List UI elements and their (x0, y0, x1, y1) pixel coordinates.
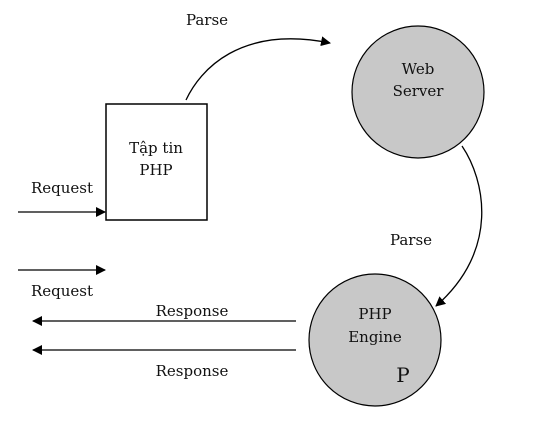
edge-parse-file-to-server (185, 36, 331, 101)
web-server-label-line2: Server (393, 82, 445, 100)
php-file-box (105, 103, 208, 221)
php-engine-label-line2: Engine (348, 328, 402, 346)
edge-label-response-top: Response (156, 302, 229, 320)
web-server-label-line1: Web (402, 60, 435, 78)
edge-label-parse-right: Parse (390, 231, 432, 249)
edge-parse-server-to-engine (435, 145, 483, 307)
php-engine-node (308, 273, 442, 407)
php-engine-label-line1: PHP (358, 305, 391, 323)
php-engine-mark: P (396, 363, 409, 387)
edge-label-parse-top: Parse (186, 11, 228, 29)
web-server-node (351, 25, 485, 159)
edge-label-response-bottom: Response (156, 362, 229, 380)
php-file-label-line1: Tập tin (129, 139, 183, 157)
edge-label-request-bottom: Request (31, 282, 93, 300)
php-file-label-line2: PHP (139, 161, 172, 179)
edge-label-request-top: Request (31, 179, 93, 197)
